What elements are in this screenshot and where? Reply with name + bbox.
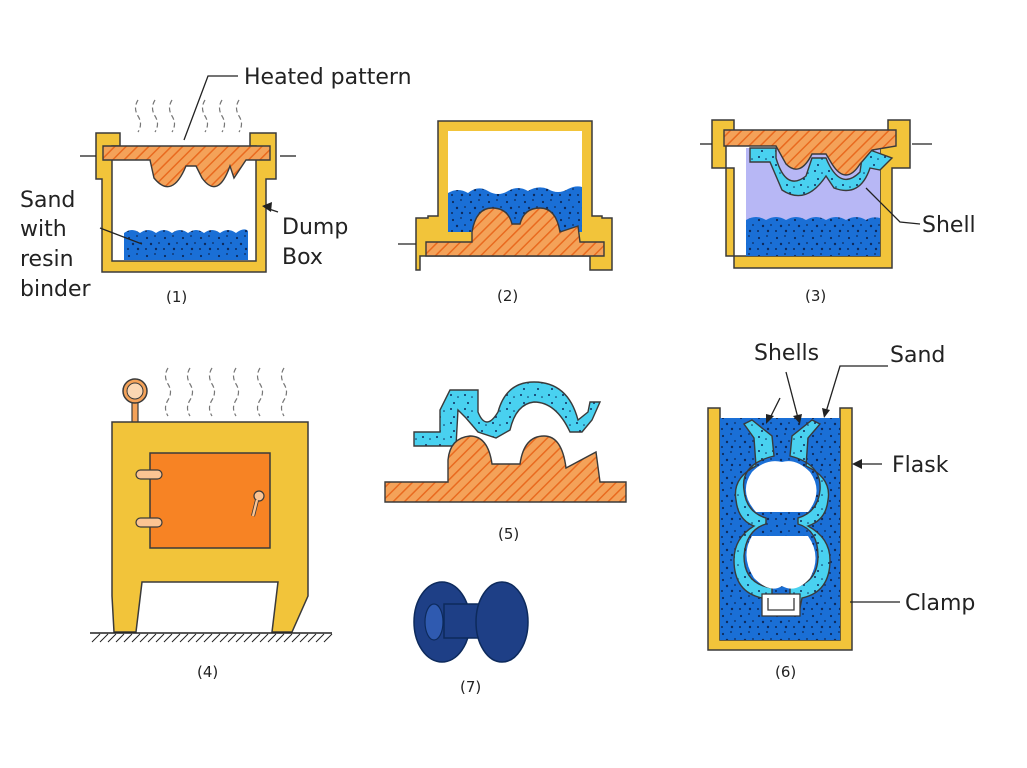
sand-1 xyxy=(124,229,248,260)
cavity-lower xyxy=(746,536,816,589)
sand-label-line4: binder xyxy=(20,277,92,302)
sand-label-line1: Sand xyxy=(20,188,75,213)
sand-3 xyxy=(746,217,880,256)
caption-5: (5) xyxy=(498,525,519,543)
heated-pattern-1 xyxy=(102,145,271,188)
panel-3: Shell (3) xyxy=(700,119,976,305)
ground-hatch xyxy=(91,633,333,643)
casting-flange-right xyxy=(475,581,529,663)
cavity-upper xyxy=(745,461,817,512)
shell-label: Shell xyxy=(922,213,976,238)
pattern-2 xyxy=(425,207,605,257)
door-hinge-top xyxy=(135,469,163,480)
sand-label-6: Sand xyxy=(890,343,945,368)
caption-2: (2) xyxy=(497,287,518,305)
caption-7: (7) xyxy=(460,678,481,696)
caption-3: (3) xyxy=(805,287,826,305)
panel-6: Shells Sand Flask Clamp (6) xyxy=(707,341,975,681)
heated-pattern-label: Heated pattern xyxy=(244,65,412,90)
casting-bore xyxy=(424,603,444,641)
heat-wisps-1 xyxy=(134,99,243,133)
dump-label: Dump xyxy=(282,215,348,240)
caption-4: (4) xyxy=(197,663,218,681)
heat-wisps-4 xyxy=(164,367,288,417)
box-label: Box xyxy=(282,245,323,270)
shells-6 xyxy=(733,419,831,609)
sand-label-line3: resin xyxy=(20,247,74,272)
clamp-label: Clamp xyxy=(905,591,975,616)
thermometer-icon xyxy=(122,378,148,425)
caption-1: (1) xyxy=(166,288,187,306)
panel-4: (4) xyxy=(90,367,333,681)
door-hinge-bottom xyxy=(135,517,163,528)
panel-2: (2) xyxy=(398,120,613,305)
oven-door xyxy=(149,452,271,549)
pattern-5 xyxy=(384,435,627,503)
flask-label: Flask xyxy=(892,453,949,478)
shell-3 xyxy=(749,147,894,197)
panel-7: (7) xyxy=(413,581,529,696)
door-handle-icon xyxy=(251,490,265,517)
shell-5 xyxy=(413,381,602,447)
pattern-3 xyxy=(723,129,897,176)
sand-label-line2: with xyxy=(20,217,67,242)
caption-6: (6) xyxy=(775,663,796,681)
heated-pattern-leader xyxy=(183,75,238,141)
shells-label: Shells xyxy=(754,341,819,366)
panel-1: Heated pattern Sand with resin binder Du… xyxy=(20,65,412,306)
panel-5: (5) xyxy=(384,381,627,543)
